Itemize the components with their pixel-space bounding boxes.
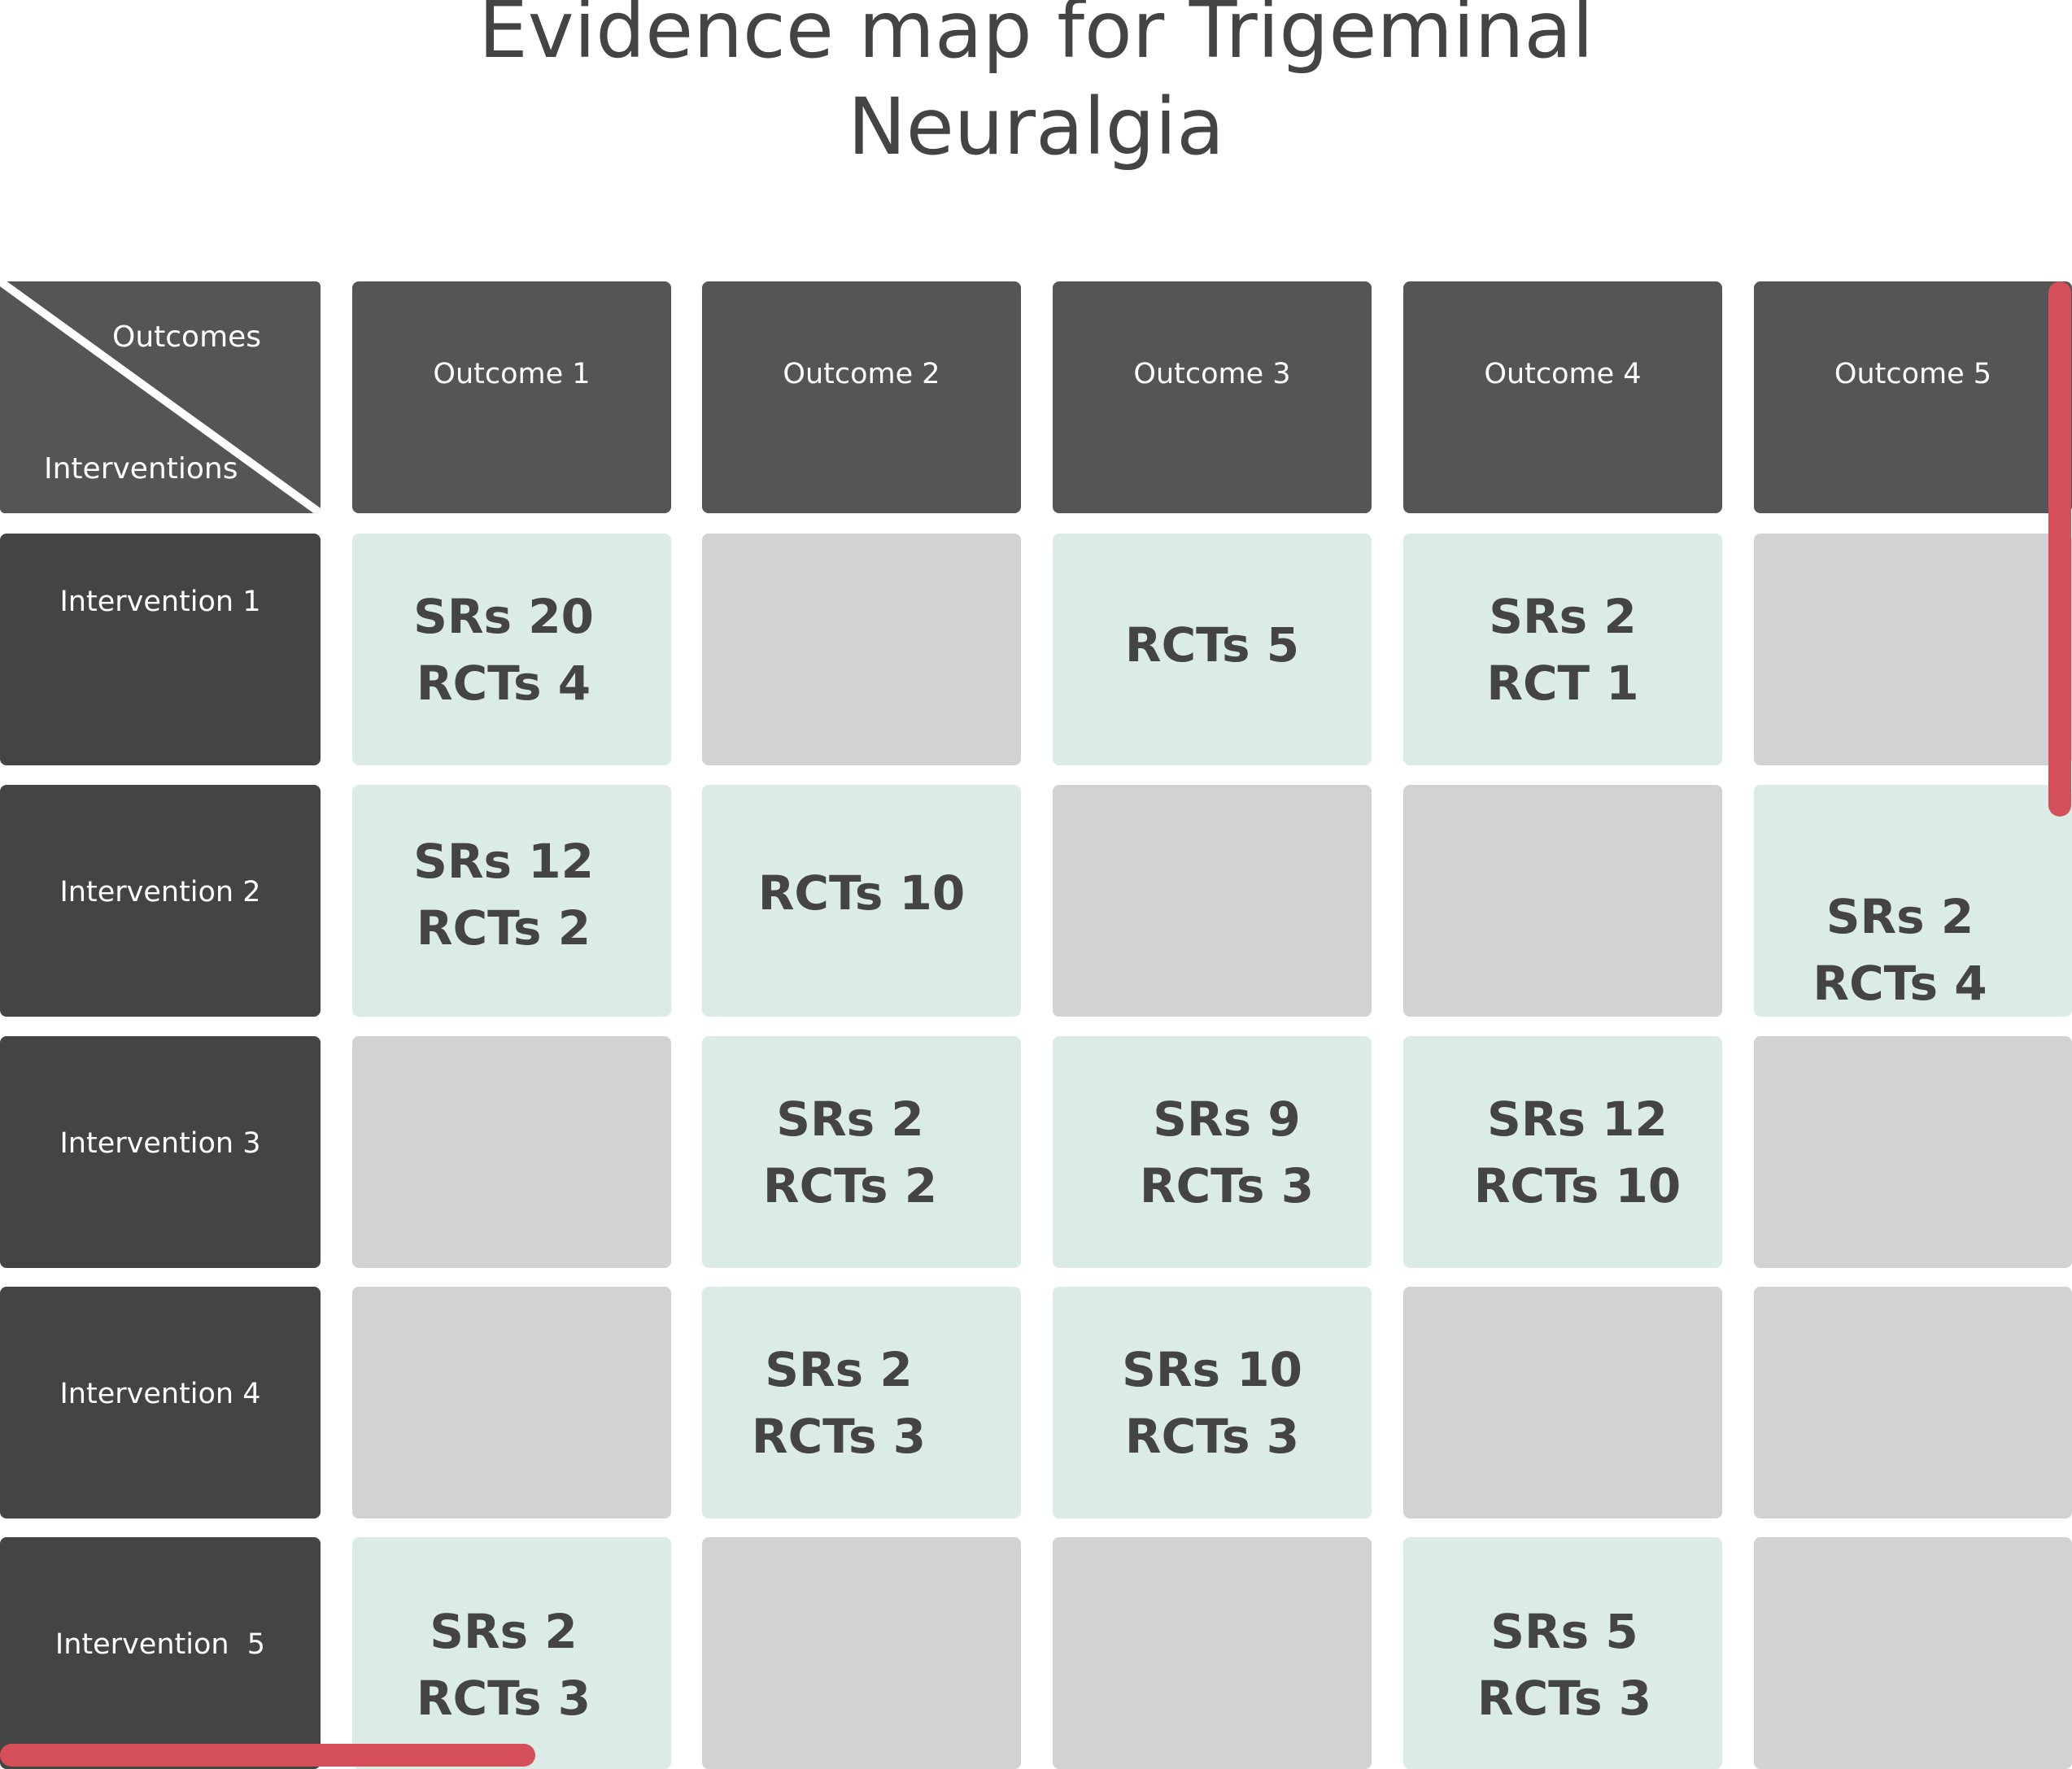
horizontal-scrollbar[interactable] bbox=[0, 1744, 535, 1767]
corner-header: Outcomes Interventions bbox=[0, 281, 321, 513]
evidence-cell-r3-c3: SRs 9 RCTs 3 bbox=[1053, 1036, 1372, 1268]
evidence-count: SRs 2 bbox=[430, 1603, 578, 1659]
title-line-1: Evidence map for Trigeminal bbox=[478, 0, 1594, 76]
vertical-scrollbar[interactable] bbox=[2048, 281, 2071, 817]
evidence-count: RCTs 10 bbox=[1473, 1157, 1682, 1213]
evidence-cell-r2-c2: RCTs 10 bbox=[702, 785, 1021, 1017]
evidence-count: SRs 9 bbox=[1153, 1091, 1301, 1147]
evidence-count: RCT 1 bbox=[1486, 655, 1639, 711]
outcome-header-3: Outcome 3 bbox=[1053, 281, 1372, 513]
outcome-header-4: Outcome 4 bbox=[1403, 281, 1722, 513]
evidence-cell-r4-c2: SRs 2 RCTs 3 bbox=[702, 1287, 1021, 1518]
corner-diagonal-line bbox=[0, 281, 321, 513]
intervention-header-1: Intervention 1 bbox=[0, 534, 321, 765]
corner-outcomes-label: Outcomes bbox=[112, 320, 262, 354]
evidence-count: RCTs 2 bbox=[762, 1157, 938, 1213]
evidence-cell-r3-c4: SRs 12 RCTs 10 bbox=[1403, 1036, 1722, 1268]
evidence-count: SRs 12 bbox=[413, 833, 594, 889]
evidence-cell-r3-c2: SRs 2 RCTs 2 bbox=[702, 1036, 1021, 1268]
evidence-cell-r5-c3 bbox=[1053, 1537, 1372, 1769]
evidence-count: SRs 12 bbox=[1487, 1091, 1668, 1147]
evidence-cell-r1-c4: SRs 2 RCT 1 bbox=[1403, 534, 1722, 765]
evidence-count: SRs 10 bbox=[1122, 1341, 1302, 1397]
evidence-count: RCTs 3 bbox=[751, 1408, 927, 1464]
evidence-cell-r4-c5 bbox=[1754, 1287, 2072, 1518]
outcome-header-1: Outcome 1 bbox=[352, 281, 671, 513]
evidence-cell-r3-c1 bbox=[352, 1036, 671, 1268]
intervention-header-5: Intervention 5 bbox=[0, 1537, 321, 1769]
evidence-cell-r5-c5 bbox=[1754, 1537, 2072, 1769]
evidence-cell-r2-c1: SRs 12 RCTs 2 bbox=[352, 785, 671, 1017]
evidence-cell-r1-c5 bbox=[1754, 534, 2072, 765]
evidence-count: RCTs 3 bbox=[1139, 1157, 1315, 1213]
evidence-cell-r2-c3 bbox=[1053, 785, 1372, 1017]
evidence-count: RCTs 3 bbox=[1477, 1670, 1652, 1726]
evidence-cell-r2-c4 bbox=[1403, 785, 1722, 1017]
evidence-cell-r5-c2 bbox=[702, 1537, 1021, 1769]
outcome-header-5: Outcome 5 bbox=[1754, 281, 2072, 513]
intervention-header-2: Intervention 2 bbox=[0, 785, 321, 1017]
evidence-count: RCTs 10 bbox=[757, 865, 966, 921]
evidence-count: SRs 20 bbox=[413, 588, 594, 644]
evidence-count: SRs 2 bbox=[1826, 888, 1974, 944]
outcome-header-2: Outcome 2 bbox=[702, 281, 1021, 513]
evidence-count: SRs 5 bbox=[1490, 1603, 1638, 1659]
evidence-cell-r5-c1: SRs 2 RCTs 3 bbox=[352, 1537, 671, 1769]
title-line-2: Neuralgia bbox=[847, 81, 1225, 172]
evidence-cell-r1-c3: RCTs 5 bbox=[1053, 534, 1372, 765]
evidence-cell-r1-c2 bbox=[702, 534, 1021, 765]
intervention-header-4: Intervention 4 bbox=[0, 1287, 321, 1518]
evidence-count: SRs 2 bbox=[1489, 588, 1637, 644]
evidence-cell-r1-c1: SRs 20 RCTs 4 bbox=[352, 534, 671, 765]
evidence-count: SRs 2 bbox=[765, 1341, 913, 1397]
evidence-cell-r4-c4 bbox=[1403, 1287, 1722, 1518]
evidence-cell-r3-c5 bbox=[1754, 1036, 2072, 1268]
evidence-cell-r4-c3: SRs 10 RCTs 3 bbox=[1053, 1287, 1372, 1518]
evidence-cell-r5-c4: SRs 5 RCTs 3 bbox=[1403, 1537, 1722, 1769]
corner-interventions-label: Interventions bbox=[44, 452, 238, 486]
evidence-count: RCTs 3 bbox=[416, 1670, 591, 1726]
evidence-count: RCTs 4 bbox=[1812, 955, 1987, 1011]
evidence-count: RCTs 3 bbox=[1124, 1408, 1300, 1464]
evidence-count: RCTs 2 bbox=[416, 900, 591, 956]
evidence-count: RCTs 5 bbox=[1124, 617, 1300, 673]
intervention-header-3: Intervention 3 bbox=[0, 1036, 321, 1268]
evidence-cell-r4-c1 bbox=[352, 1287, 671, 1518]
page-title: Evidence map for Trigeminal Neuralgia bbox=[0, 0, 2072, 176]
evidence-count: RCTs 4 bbox=[416, 655, 591, 711]
evidence-count: SRs 2 bbox=[776, 1091, 924, 1147]
evidence-cell-r2-c5: SRs 2 RCTs 4 bbox=[1754, 785, 2072, 1017]
